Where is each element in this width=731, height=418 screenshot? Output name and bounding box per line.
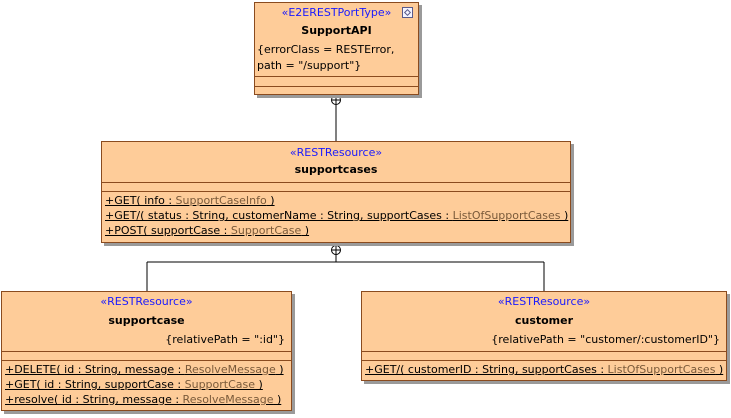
class-name: supportcase xyxy=(108,314,185,327)
operation-type: ListOfSupportCases xyxy=(452,209,561,222)
customer-class[interactable]: «RESTResource» customer {relativePath = … xyxy=(361,291,727,381)
operation-type: SupportCase xyxy=(230,224,302,237)
operation-type: ResolveMessage xyxy=(184,363,276,376)
operation-signature: +DELETE( id : String, message : xyxy=(5,363,185,376)
operation-signature: +GET/( customerID : String, supportCases… xyxy=(365,363,608,376)
compartment-divider xyxy=(255,76,418,77)
compartment-divider xyxy=(102,182,570,183)
operation-signature: +GET( id : String, supportCase : xyxy=(5,378,185,391)
supportcases-class[interactable]: «RESTResource» supportcases +GET( info :… xyxy=(101,141,571,243)
stereotype-label: «RESTResource» xyxy=(289,146,383,159)
component-icon xyxy=(402,7,413,18)
operation[interactable]: +GET/( status : String, customerName : S… xyxy=(105,209,568,223)
operation-type: SupportCaseInfo xyxy=(175,194,267,207)
class-name: supportcases xyxy=(294,163,378,176)
compartment-divider xyxy=(255,86,418,87)
operation[interactable]: +GET/( customerID : String, supportCases… xyxy=(365,363,723,377)
tag-value: {relativePath = "customer/:customerID"} xyxy=(491,333,720,346)
compartment-divider xyxy=(362,351,726,352)
stereotype-label: «RESTResource» xyxy=(497,295,591,308)
operation-type: SupportCase xyxy=(184,378,256,391)
operation-close: ) xyxy=(560,209,569,222)
operation-signature: +GET/( status : String, customerName : S… xyxy=(105,209,453,222)
operation-type: ListOfSupportCases xyxy=(607,363,716,376)
operation[interactable]: +DELETE( id : String, message : ResolveM… xyxy=(5,363,284,377)
operation-close: ) xyxy=(266,194,275,207)
tag-value-line: path = "/support"} xyxy=(257,59,362,72)
operation-signature: +resolve( id : String, message : xyxy=(5,393,183,406)
tag-value: {relativePath = ":id"} xyxy=(165,333,285,346)
class-name: SupportAPI xyxy=(301,24,372,37)
tag-value-line: {errorClass = RESTError, xyxy=(257,43,395,56)
operation[interactable]: +POST( supportCase : SupportCase ) xyxy=(105,224,309,238)
stereotype-label: «RESTResource» xyxy=(100,295,193,308)
operation[interactable]: +GET( info : SupportCaseInfo ) xyxy=(105,194,275,208)
supportcase-class[interactable]: «RESTResource» supportcase {relativePath… xyxy=(1,291,292,411)
compartment-divider xyxy=(102,191,570,192)
class-name: customer xyxy=(514,314,574,327)
operation-close: ) xyxy=(275,363,284,376)
compartment-divider xyxy=(2,360,291,361)
operation-close: ) xyxy=(273,393,282,406)
operation-type: ResolveMessage xyxy=(182,393,274,406)
operation-signature: +POST( supportCase : xyxy=(105,224,231,237)
operation-close: ) xyxy=(301,224,310,237)
operation-close: ) xyxy=(255,378,263,391)
operation-signature: +GET( info : xyxy=(105,194,176,207)
operation[interactable]: +GET( id : String, supportCase : Support… xyxy=(5,378,263,392)
operation[interactable]: +resolve( id : String, message : Resolve… xyxy=(5,393,281,407)
supportapi-class[interactable]: «E2ERESTPortType» SupportAPI {errorClass… xyxy=(254,2,419,95)
compartment-divider xyxy=(362,360,726,361)
operation-close: ) xyxy=(715,363,724,376)
stereotype-label: «E2ERESTPortType» xyxy=(281,6,392,19)
compartment-divider xyxy=(2,351,291,352)
